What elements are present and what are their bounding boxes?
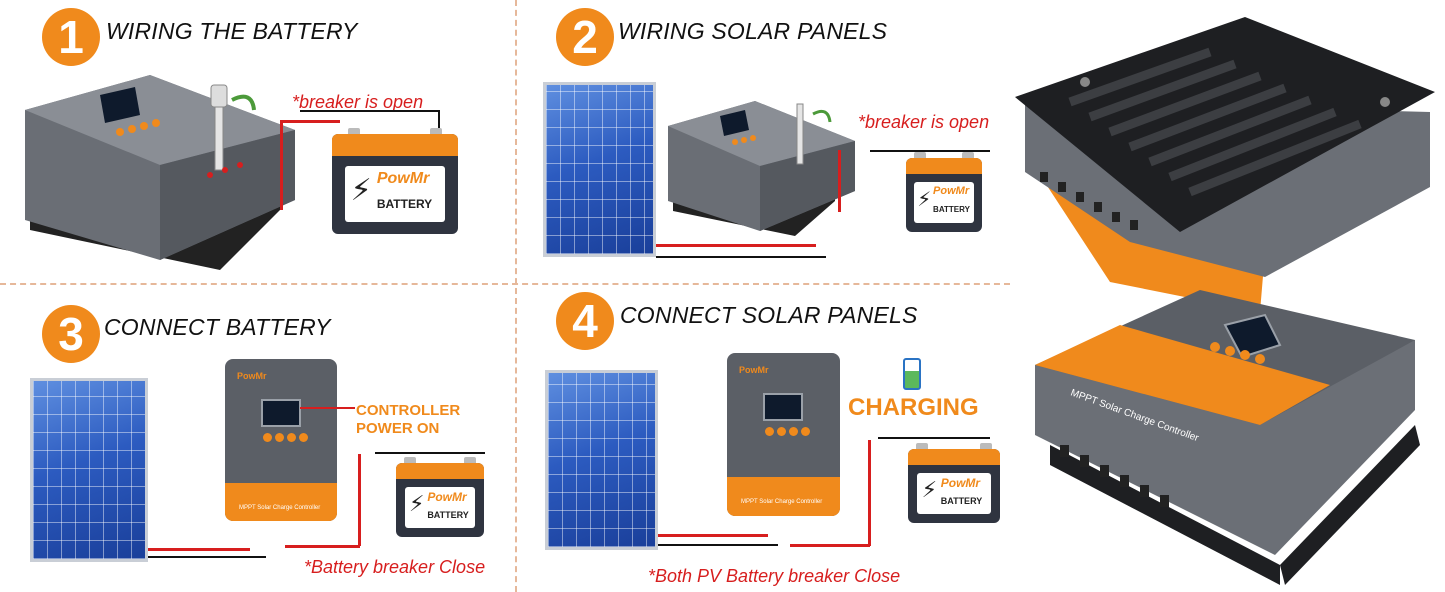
step-3-status-line-2: POWER ON [356,420,440,437]
step-3-bat-red-wire [358,454,361,546]
vertical-divider [515,0,517,592]
step-4-note: *Both PV Battery breaker Close [648,566,901,586]
step-4-number: 4 [556,292,614,350]
step-3-pointer-line [300,407,355,409]
step-1-controller-illustration [25,75,295,270]
step-2-solar-panel [543,82,656,257]
step-1-battery-brand: PowMr [376,170,430,188]
step-4-controller-screen [763,393,803,421]
step-3-status: CONTROLLER POWER ON [356,402,460,438]
step-1-battery-label: BATTERY [376,197,433,212]
step-3-controller-brand: PowMr [237,371,267,381]
step-2-battery-brand: PowMr [933,184,970,197]
lightning-icon: ⚡ [917,186,932,211]
step-4-title: CONNECT SOLAR PANELS [620,302,918,328]
step-4-battery-label: BATTERY [940,495,983,506]
lightning-icon: ⚡ [350,172,372,208]
step-1-title: WIRING THE BATTERY [106,18,358,44]
step-3-note: *Battery breaker Close [304,557,486,577]
step-3-controller: PowMr MPPT Solar Charge Controller [225,359,337,521]
step-4-battery: ⚡ PowMr BATTERY [908,443,1000,523]
step-4-bat-red-wire-h [790,544,870,547]
step-4-bat-black-wire [878,437,990,439]
step-4-solar-panel [545,370,658,550]
step-4-controller-label: MPPT Solar Charge Controller [741,499,823,505]
step-4-controller-brand: PowMr [739,365,769,375]
step-1-number: 1 [42,8,100,66]
step-2-battery-label: BATTERY [933,204,970,214]
step-2-battery: ⚡ PowMr BATTERY [906,152,982,232]
step-4-status: CHARGING [848,394,979,421]
step-3-controller-label: MPPT Solar Charge Controller [239,505,321,511]
step-3-bat-black-wire [375,452,485,454]
step-3-battery-brand: PowMr [427,489,467,504]
step-3-battery-label: BATTERY [427,509,469,520]
step-4-bat-red-wire [868,440,871,546]
step-2-number: 2 [556,8,614,66]
step-3-status-line-1: CONTROLLER [356,402,461,419]
step-4-pv-red-wire [658,534,768,537]
step-2-controller-illustration [668,101,855,236]
step-3-bat-red-wire-h [285,545,360,548]
step-2-note: *breaker is open [858,112,990,132]
lightning-icon: ⚡ [409,491,425,517]
step-3-number: 3 [42,305,100,363]
step-2-pv-black-wire [656,256,826,258]
step-3-controller-screen [261,399,301,427]
step-2-bat-red-wire [838,150,841,212]
battery-charging-icon [903,358,921,390]
controller-front-view: MPPT Solar Charge Controller [1035,290,1420,585]
step-3-battery: ⚡ PowMr BATTERY [396,457,484,537]
step-3-title: CONNECT BATTERY [104,314,331,340]
step-2-title: WIRING SOLAR PANELS [618,18,888,44]
step-4-pv-black-wire [658,544,778,546]
step-2-bat-black-wire [870,150,990,152]
step-1-battery: ⚡ PowMr BATTERY [332,128,458,234]
lightning-icon: ⚡ [921,477,938,503]
step-1-red-wire [280,120,283,210]
step-1-black-wire [300,110,440,112]
step-2-pv-red-wire [656,244,816,247]
step-1-black-wire-down [438,110,440,138]
step-4-battery-brand: PowMr [940,475,981,490]
step-3-pv-black-wire [148,556,266,558]
step-1-note: *breaker is open [292,92,424,112]
step-1-red-wire-top [280,120,340,123]
controller-back-view [1015,17,1435,312]
horizontal-divider [0,283,1010,285]
step-3-solar-panel [30,378,148,562]
step-3-pv-red-wire [148,548,250,551]
step-4-controller: PowMr MPPT Solar Charge Controller [727,353,840,516]
